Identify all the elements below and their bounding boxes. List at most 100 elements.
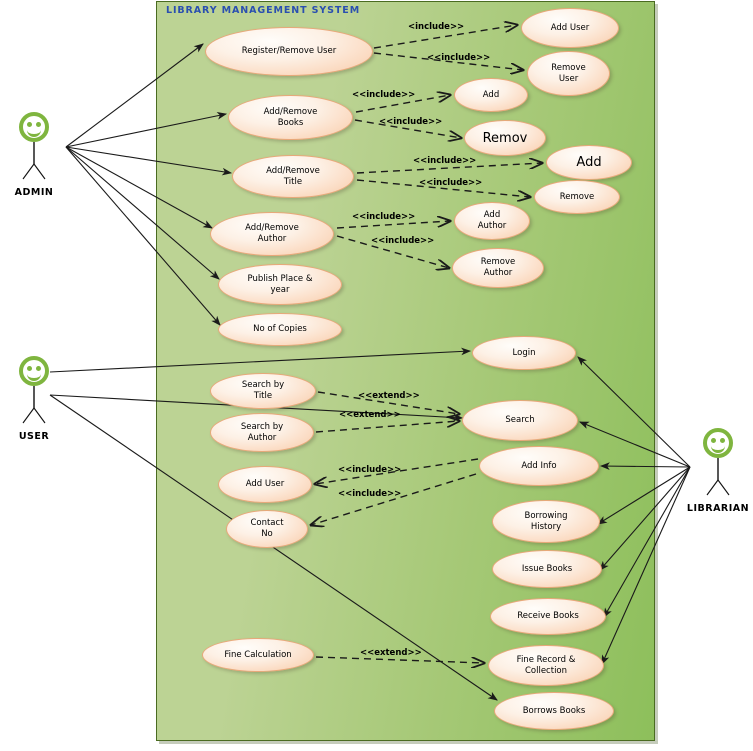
usecase-add-title[interactable]: Add — [546, 145, 632, 180]
usecase-label-line: Fine Calculation — [224, 649, 292, 660]
usecase-add-info[interactable]: Add Info — [479, 446, 599, 486]
stereotype-label: <<include>> — [419, 178, 483, 188]
usecase-label-line: Fine Record & — [516, 654, 576, 665]
librarian-association-group — [577, 356, 691, 666]
usecase-add-books[interactable]: Add — [454, 78, 528, 112]
usecase-label: Publish Place &year — [248, 274, 313, 296]
usecase-label-line: History — [530, 521, 562, 532]
usecase-label-line: Search by — [240, 421, 284, 432]
eye-left-icon — [27, 366, 32, 371]
usecase-add-user-2[interactable]: Add User — [218, 466, 312, 503]
usecase-label: Add Info — [521, 461, 556, 472]
smiley-face-icon — [19, 112, 49, 142]
actor-body-icon — [706, 458, 730, 496]
usecase-label-line: Remove — [559, 191, 595, 202]
smiley-face-icon — [19, 356, 49, 386]
usecase-label: No of Copies — [253, 324, 307, 335]
stereotype-label: <<include>> — [338, 489, 402, 499]
usecase-add-user-1[interactable]: Add User — [521, 8, 619, 48]
usecase-fine-record-collection[interactable]: Fine Record &Collection — [488, 645, 604, 686]
actor-admin[interactable]: ADMIN — [2, 112, 66, 198]
usecase-label-line: Issue Books — [521, 563, 573, 574]
usecase-remov-books[interactable]: Remov — [464, 120, 546, 156]
eye-right-icon — [36, 366, 41, 371]
usecase-label: Issue Books — [522, 564, 572, 575]
usecase-label-line: Author — [257, 234, 287, 244]
eye-left-icon — [711, 438, 716, 443]
usecase-label: Add User — [551, 23, 590, 34]
usecase-fine-calculation[interactable]: Fine Calculation — [202, 638, 314, 672]
stereotype-label: <<include>> — [413, 156, 477, 166]
eye-left-icon — [27, 122, 32, 127]
actor-librarian[interactable]: LIBRARIAN — [686, 428, 750, 514]
actor-user[interactable]: USER — [2, 356, 66, 442]
system-boundary-title: LIBRARY MANAGEMENT SYSTEM — [166, 5, 361, 16]
stereotype-label: <<include>> — [371, 236, 435, 246]
usecase-label-line: Borrows Books — [522, 705, 586, 716]
stereotype-label: <<extend>> — [339, 410, 401, 420]
usecase-label: Login — [513, 348, 536, 359]
actor-label: USER — [18, 431, 50, 442]
eye-right-icon — [36, 122, 41, 127]
usecase-borrows-books[interactable]: Borrows Books — [494, 692, 614, 730]
actor-body-icon — [22, 386, 46, 424]
usecase-publish-place-year[interactable]: Publish Place &year — [218, 264, 342, 305]
usecase-search[interactable]: Search — [462, 400, 578, 441]
smiley-face-icon — [703, 428, 733, 458]
smile-icon — [711, 441, 725, 453]
actor-body-icon — [22, 142, 46, 180]
usecase-label-line: year — [270, 284, 290, 295]
usecase-label: Fine Record &Collection — [517, 655, 576, 677]
usecase-label: Receive Books — [517, 611, 579, 622]
stereotype-label: <include>> — [408, 22, 465, 32]
usecase-label-line: Add Info — [521, 460, 557, 471]
stereotype-label: <<include>> — [379, 117, 443, 127]
usecase-issue-books[interactable]: Issue Books — [492, 550, 602, 588]
actor-label: LIBRARIAN — [686, 503, 750, 514]
usecase-label-line: Publish Place & — [247, 273, 313, 284]
usecase-label: Add — [576, 156, 601, 169]
usecase-login[interactable]: Login — [472, 336, 576, 370]
usecase-receive-books[interactable]: Receive Books — [490, 598, 606, 635]
usecase-label: Remov — [482, 130, 528, 146]
usecase-label-line: Remove — [551, 62, 586, 73]
usecase-label-line: Remov — [482, 130, 528, 146]
usecase-label-line: Collection — [524, 665, 568, 676]
usecase-label: Remove — [560, 192, 595, 203]
usecase-label-line: Add/Remove — [266, 165, 320, 176]
usecase-register-remove-user[interactable]: Register/Remove User — [205, 27, 373, 76]
smile-icon — [27, 125, 41, 137]
usecase-label-line: Title — [253, 391, 273, 401]
usecase-label: Fine Calculation — [224, 650, 291, 661]
usecase-remove-title[interactable]: Remove — [534, 180, 620, 214]
usecase-no-of-copies[interactable]: No of Copies — [218, 313, 342, 346]
usecase-label: Register/Remove User — [242, 46, 336, 57]
usecase-label-line: Add — [483, 210, 501, 220]
usecase-label-line: No of Copies — [253, 324, 307, 334]
usecase-label: Add — [483, 90, 499, 101]
usecase-label-line: Add — [482, 89, 500, 100]
usecase-label-line: Author — [247, 432, 277, 443]
